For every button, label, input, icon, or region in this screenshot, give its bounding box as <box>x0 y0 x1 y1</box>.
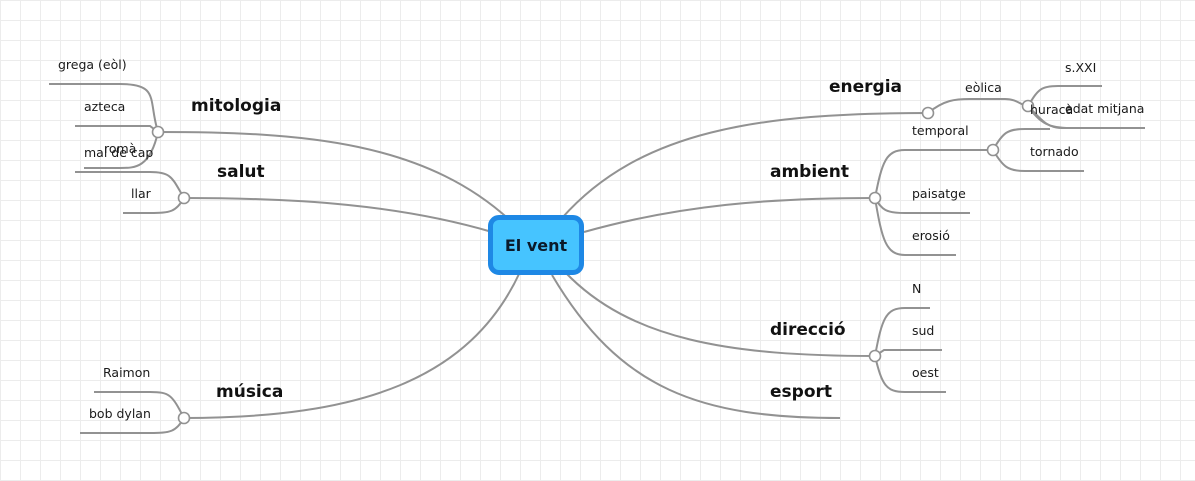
temporal-hub[interactable] <box>986 143 1000 157</box>
branch-esport-line <box>551 274 841 419</box>
leaf-grega[interactable]: grega (eòl) <box>58 57 127 72</box>
leaf-edat-mitjana[interactable]: edat mitjana <box>1065 101 1145 116</box>
leaf-azteca-line <box>75 125 159 133</box>
leaf-temporal[interactable]: temporal <box>912 123 969 138</box>
central-topic[interactable]: El vent <box>488 215 584 275</box>
salut-hub[interactable] <box>177 191 191 205</box>
leaf-tornado[interactable]: tornado <box>1030 144 1079 159</box>
leaf-raimon-line <box>94 391 185 419</box>
topic-esport[interactable]: esport <box>770 382 833 402</box>
leaf-sxxi[interactable]: s.XXI <box>1065 60 1097 75</box>
branch-musica-line <box>183 271 521 419</box>
leaf-grega-line <box>49 83 159 133</box>
branch-direccio-line <box>564 271 876 357</box>
leaf-n-line <box>874 307 930 357</box>
branch-mitologia-line <box>157 131 519 229</box>
energia-hub[interactable] <box>921 106 935 120</box>
leaf-oest[interactable]: oest <box>912 365 939 380</box>
leaf-paisatge[interactable]: paisatge <box>912 186 966 201</box>
leaf-bob-dylan[interactable]: bob dylan <box>89 406 151 421</box>
topic-mitologia[interactable]: mitologia <box>191 96 282 116</box>
leaf-azteca[interactable]: azteca <box>84 99 126 114</box>
direccio-hub[interactable] <box>868 349 882 363</box>
leaf-eolica-line <box>927 98 1029 114</box>
eolica-hub[interactable] <box>1021 99 1035 113</box>
leaf-roma[interactable]: romà <box>104 141 137 156</box>
leaf-eolica[interactable]: eòlica <box>965 80 1002 95</box>
topic-musica[interactable]: música <box>216 382 284 402</box>
leaf-roma-line <box>84 131 159 169</box>
leaf-oest-line <box>874 355 946 393</box>
leaf-mal-de-cap-line <box>75 171 185 199</box>
musica-hub[interactable] <box>177 411 191 425</box>
leaf-raimon[interactable]: Raimon <box>103 365 151 380</box>
branch-ambient-line <box>583 197 876 233</box>
topic-direccio[interactable]: direcció <box>770 320 846 340</box>
leaf-huraca[interactable]: huracà <box>1030 102 1074 117</box>
leaf-edat-mitjana-line <box>1027 105 1145 129</box>
leaf-mal-de-cap[interactable]: mal de cap <box>84 145 154 160</box>
leaf-erosio-line <box>874 197 956 256</box>
leaf-erosio[interactable]: erosió <box>912 228 950 243</box>
ambient-hub[interactable] <box>868 191 882 205</box>
mitologia-hub[interactable] <box>151 125 165 139</box>
topic-energia[interactable]: energia <box>829 77 903 97</box>
branch-salut-line <box>183 197 493 233</box>
leaf-sud-line <box>874 349 942 357</box>
leaf-sud[interactable]: sud <box>912 323 935 338</box>
branch-energia-line <box>561 112 929 219</box>
topic-ambient[interactable]: ambient <box>770 162 849 182</box>
leaf-llar[interactable]: llar <box>131 186 151 201</box>
leaf-n[interactable]: N <box>912 281 922 296</box>
topic-salut[interactable]: salut <box>217 162 265 182</box>
